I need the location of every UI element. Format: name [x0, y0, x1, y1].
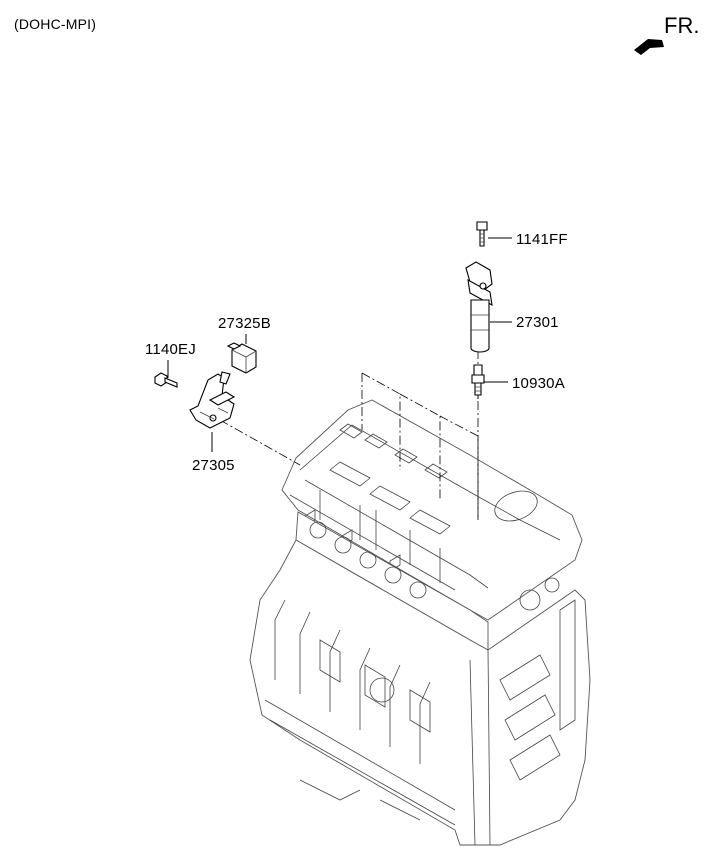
front-direction-label: FR. — [664, 13, 700, 38]
bracket-mount-leader — [219, 419, 301, 466]
engine-assembly-drawing — [249, 399, 591, 846]
part-label-27305[interactable]: 27305 — [192, 457, 235, 474]
part-label-10930a[interactable]: 10930A — [512, 375, 565, 392]
part-label-27301[interactable]: 27301 — [516, 314, 559, 331]
bracket-27305-part[interactable] — [189, 371, 236, 429]
ignition-coil-27301-part[interactable] — [465, 261, 493, 353]
part-label-1140ej[interactable]: 1140EJ — [145, 341, 196, 358]
spark-plug-10930a-part[interactable] — [471, 364, 485, 399]
bolt-1141ff-part[interactable] — [476, 221, 488, 247]
connector-27325b-part[interactable] — [226, 342, 257, 374]
part-label-27325b[interactable]: 27325B — [218, 315, 271, 332]
part-label-1141ff[interactable]: 1141FF — [516, 231, 568, 248]
bolt-1140ej-part[interactable] — [154, 372, 178, 388]
engine-variant-label: (DOHC-MPI) — [14, 16, 97, 32]
front-direction-arrow-icon — [634, 39, 664, 55]
